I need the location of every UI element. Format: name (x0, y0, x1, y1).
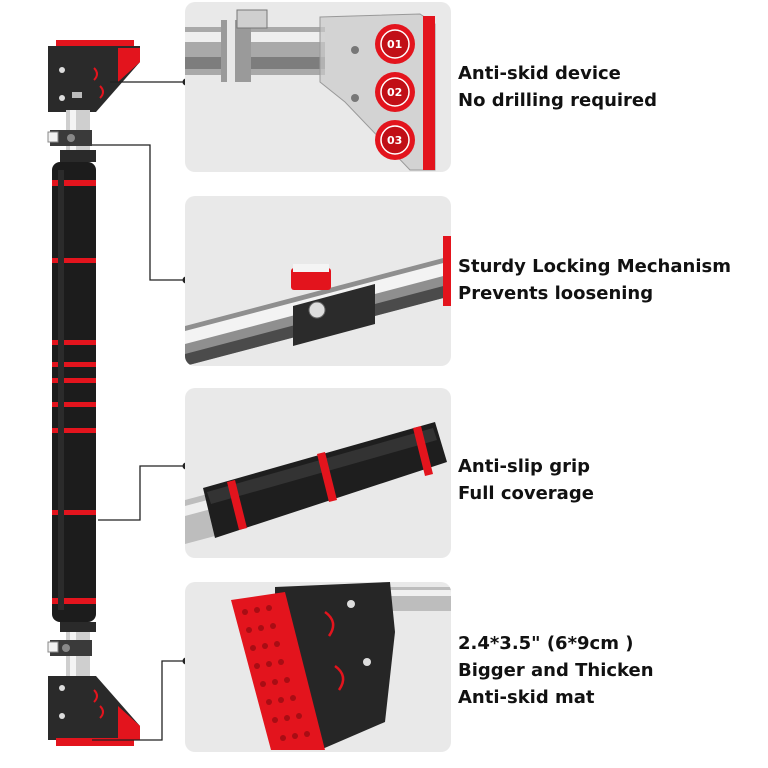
gear-cap-closeup-icon: 01 02 03 (185, 9, 436, 171)
panel-locking-mechanism (185, 196, 451, 366)
panel-anti-skid-device: 01 02 03 (185, 2, 451, 172)
lock-clip-icon (185, 236, 451, 366)
caption-anti-skid-mat: 2.4*3.5" (6*9cm ) Bigger and Thicken Ant… (458, 630, 758, 711)
gear-label: 03 (387, 134, 402, 147)
mat-pad-icon (231, 582, 451, 750)
gear-label: 01 (387, 38, 402, 51)
caption-anti-skid-device: Anti-skid device No drilling required (458, 60, 758, 114)
gear-label: 02 (387, 86, 402, 99)
caption-line: Anti-skid mat (458, 687, 595, 708)
bottom-end-cap-icon (48, 676, 140, 746)
top-end-cap-icon (48, 40, 140, 112)
caption-line: Anti-slip grip (458, 456, 591, 477)
caption-locking-mechanism: Sturdy Locking Mechanism Prevents loosen… (458, 253, 758, 307)
panel-anti-slip-grip (185, 388, 451, 558)
caption-line: Sturdy Locking Mechanism (458, 256, 731, 277)
caption-anti-slip-grip: Anti-slip grip Full coverage (458, 453, 758, 507)
caption-line: Prevents loosening (458, 283, 654, 304)
caption-line: Anti-skid device (458, 63, 621, 84)
pull-up-bar-icon (47, 40, 140, 746)
caption-line: No drilling required (458, 90, 658, 111)
caption-line: 2.4*3.5" (6*9cm ) (458, 633, 634, 654)
panel-anti-skid-mat (185, 582, 451, 752)
grip-icon (185, 422, 447, 544)
caption-line: Bigger and Thicken (458, 660, 654, 681)
caption-line: Full coverage (458, 483, 594, 504)
